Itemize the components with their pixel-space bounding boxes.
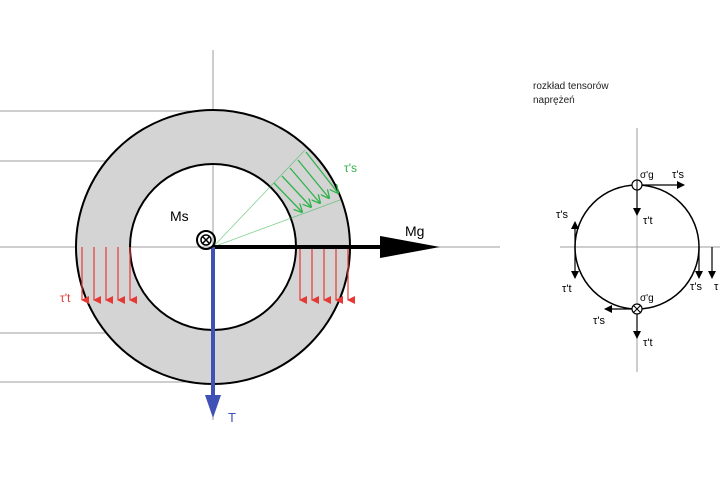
ms-into-page-symbol <box>196 230 216 250</box>
tau-t-top-center-label: τ't <box>643 215 653 227</box>
small-circle-axes <box>560 128 720 372</box>
tau-t-left-small-label: τ't <box>562 283 572 295</box>
stress-tensor-note: rozkład tensorów naprężeń <box>533 80 643 108</box>
t-label: T <box>228 410 236 425</box>
sigma-top-label: σ'g <box>640 170 654 181</box>
tau-s-green-label: τ's <box>344 161 357 175</box>
note-line-1: rozkład tensorów <box>533 81 609 92</box>
tau-t-bottom-center-label: τ't <box>643 337 653 349</box>
tau-s-bottom-left-label: τ's <box>593 315 605 327</box>
tau-s-arrows-green <box>273 151 338 212</box>
green-radial-lines <box>212 149 341 248</box>
t-arrow <box>205 247 221 418</box>
tau-t-arrows-right <box>299 247 355 304</box>
tau-s-bottom-right-label: τ's <box>690 281 702 293</box>
tau-t-left-label: τ't <box>60 291 71 305</box>
mg-arrow <box>213 236 440 258</box>
ms-label: Ms <box>170 208 189 224</box>
tau-right-edge-label: τ <box>714 281 719 293</box>
tau-t-arrows-left <box>81 247 137 304</box>
tau-s-left-label: τ's <box>556 209 568 221</box>
mg-label: Mg <box>405 223 424 239</box>
note-line-2: naprężeń <box>533 95 575 106</box>
tau-s-top-right-label: τ's <box>672 169 684 181</box>
sigma-bottom-label: σ'g <box>640 293 654 304</box>
